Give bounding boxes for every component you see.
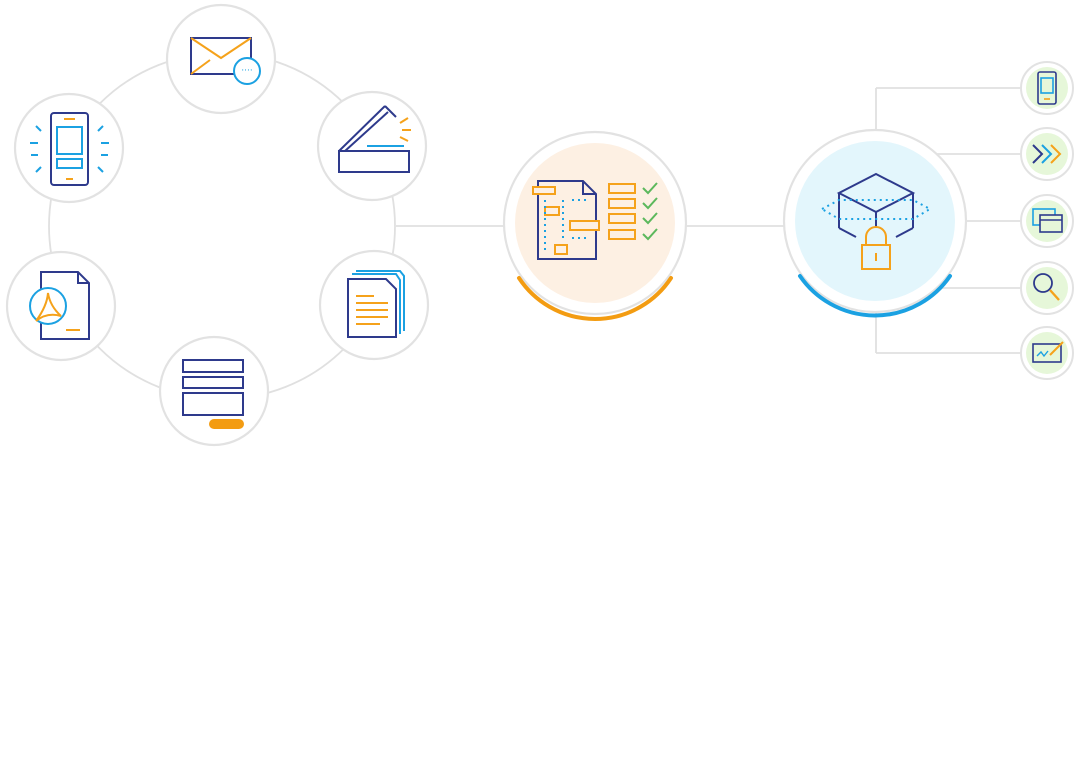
workflow-arrows-icon <box>1032 144 1062 164</box>
output-node-workflow <box>1020 127 1074 181</box>
process-hub <box>502 130 688 321</box>
data-extraction-icon <box>532 180 658 260</box>
process-progress-arc <box>517 276 673 321</box>
capture-node-pdf <box>5 250 117 362</box>
signature-pad-icon <box>1032 341 1064 363</box>
secure-package-lock-icon <box>821 172 933 270</box>
output-node-mobile <box>1020 61 1074 115</box>
mobile-output-icon <box>1037 71 1057 105</box>
email-icon: ···· <box>190 37 261 85</box>
pdf-document-icon <box>29 271 90 340</box>
document-stack-icon <box>347 270 405 338</box>
secure-hub <box>782 128 968 318</box>
output-node-signature <box>1020 326 1074 380</box>
scanner-icon <box>338 105 411 173</box>
svg-text:····: ···· <box>241 66 252 76</box>
web-form-icon <box>182 359 244 429</box>
secure-progress-arc <box>798 274 952 318</box>
mobile-device-icon <box>30 112 109 186</box>
output-node-search <box>1020 261 1074 315</box>
capture-node-scanner <box>316 90 428 202</box>
capture-node-email: ···· <box>165 3 277 115</box>
capture-node-mobile <box>13 92 125 204</box>
capture-node-document-stack <box>318 249 430 361</box>
capture-node-web-form <box>158 335 270 447</box>
output-node-windows <box>1020 194 1074 248</box>
windows-output-icon <box>1032 208 1063 233</box>
search-icon <box>1033 273 1060 301</box>
